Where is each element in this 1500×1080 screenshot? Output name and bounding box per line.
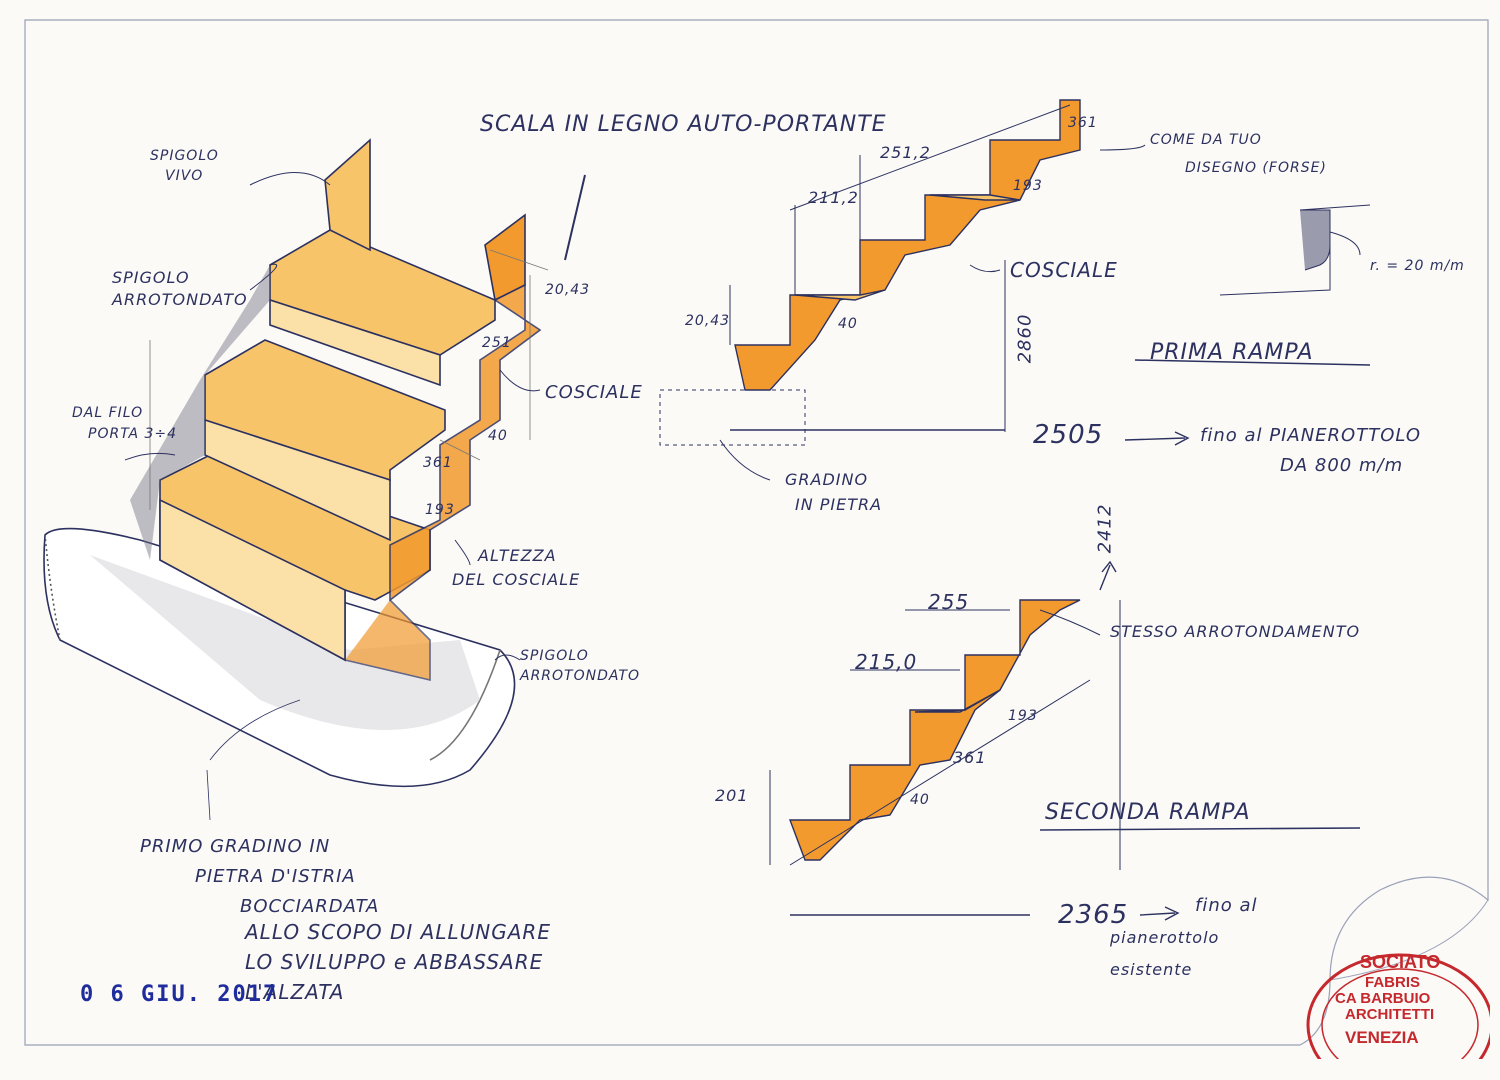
dim-2150: 215,0: [855, 650, 918, 674]
note-primo-5: LO SVILUPPO e ABBASSARE: [245, 950, 544, 974]
label-fino-2: DA 800 m/m: [1280, 455, 1404, 476]
label-fino-b-2: pianerottolo: [1110, 928, 1220, 947]
label-fino-b-1: fino al: [1195, 895, 1258, 916]
label-spigolo-vivo-1: SPIGOLO: [150, 148, 219, 164]
dim-361-b: 361: [953, 748, 987, 767]
dim-left-251: 251: [482, 335, 512, 351]
label-spigolo-arrotondato-2: ARROTONDATO: [112, 290, 248, 309]
label-fino-b-3: esistente: [1110, 960, 1193, 979]
label-come-2: DISEGNO (FORSE): [1185, 160, 1327, 176]
drawing-title: SCALA IN LEGNO AUTO-PORTANTE: [480, 112, 887, 137]
label-prima-rampa: PRIMA RAMPA: [1150, 340, 1314, 365]
label-spigolo-arrotondato-1: SPIGOLO: [112, 268, 190, 287]
label-seconda-rampa: SECONDA RAMPA: [1045, 800, 1251, 825]
dim-40: 40: [838, 316, 858, 332]
dim-201: 201: [715, 786, 749, 805]
label-spigolo-vivo-2: VIVO: [165, 168, 204, 184]
prima-rampa-profile: [659, 99, 1371, 481]
date-stamp: 0 6 GIU. 2017: [80, 982, 279, 1007]
dim-361: 361: [1068, 115, 1098, 131]
label-cosciale-left: COSCIALE: [545, 382, 643, 403]
dim-2112: 211,2: [808, 188, 859, 207]
label-altezza-1: ALTEZZA: [478, 546, 557, 565]
label-fino-1: fino al PIANEROTTOLO: [1200, 425, 1422, 446]
note-primo-2: PIETRA D'ISTRIA: [195, 866, 356, 887]
seconda-rampa-profile: [769, 599, 1361, 916]
label-cosciale-right: COSCIALE: [1010, 258, 1118, 282]
label-spigolo-arrotondato-b-2: ARROTONDATO: [520, 668, 641, 684]
dim-2860: 2860: [1014, 313, 1036, 364]
label-stesso: STESSO ARROTONDAMENTO: [1110, 622, 1361, 641]
studio-stamp: SOCIATO FABRIS CA BARBUIO ARCHITETTI VEN…: [1300, 950, 1490, 1080]
note-primo-4: ALLO SCOPO DI ALLUNGARE: [245, 920, 551, 944]
perspective-staircase: [43, 138, 586, 821]
label-come-1: COME DA TUO: [1150, 132, 1262, 148]
dim-2512: 251,2: [880, 143, 931, 162]
label-radius: r. = 20 m/m: [1370, 258, 1465, 274]
note-primo-3: BOCCIARDATA: [240, 896, 380, 917]
label-dal-filo-1: DAL FILO: [72, 405, 144, 421]
note-primo-6: L'ALZATA: [245, 980, 345, 1004]
dim-2505: 2505: [1033, 420, 1104, 450]
label-spigolo-arrotondato-b-1: SPIGOLO: [520, 648, 589, 664]
label-altezza-2: DEL COSCIALE: [452, 570, 581, 589]
label-gradino-2: IN PIETRA: [795, 495, 883, 514]
dim-2365: 2365: [1058, 900, 1129, 930]
dim-left-193: 193: [425, 502, 455, 518]
dim-left-361: 361: [423, 455, 453, 471]
note-primo-1: PRIMO GRADINO IN: [140, 836, 331, 857]
label-gradino-1: GRADINO: [785, 470, 869, 489]
dim-left-40: 40: [488, 428, 508, 444]
dim-left-2043: 20,43: [545, 282, 591, 298]
dim-40-b: 40: [910, 792, 930, 808]
dim-255: 255: [928, 590, 970, 614]
dim-2412: 2412: [1094, 503, 1116, 554]
label-dal-filo-2: PORTA 3÷4: [88, 426, 178, 442]
dim-2043: 20,43: [685, 313, 731, 329]
dim-193: 193: [1013, 178, 1043, 194]
dim-193-b: 193: [1008, 708, 1038, 724]
